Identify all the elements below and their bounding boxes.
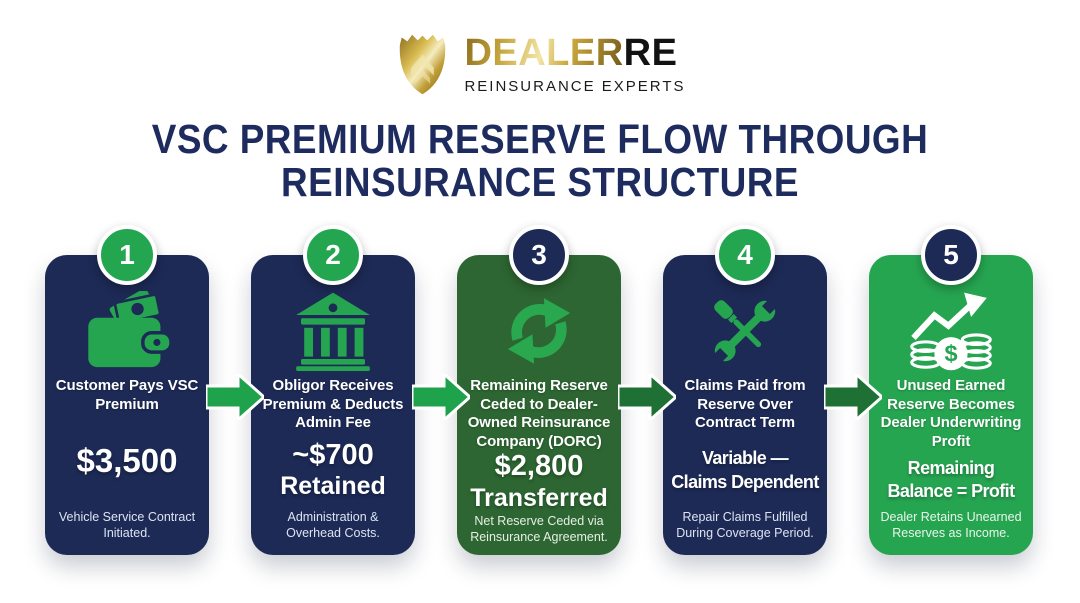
step-5-caption: Dealer Retains Unearned Reserves as Inco… — [880, 509, 1022, 540]
step-card-3: 3 Remaining Reserve Ceded — [457, 225, 621, 555]
brand-name-gold: DEALER — [464, 31, 624, 74]
brand-name-dark: RE — [623, 31, 678, 74]
repair-tools-icon — [705, 289, 785, 373]
step-4-amount: Variable — Claims Dependent — [671, 447, 819, 494]
flow-arrow-4 — [824, 374, 882, 420]
step-card-2: 2 — [251, 225, 415, 555]
step-2-number-badge: 2 — [303, 225, 363, 285]
step-2-caption: Administration & Overhead Costs. — [286, 509, 380, 540]
step-3-number-badge: 3 — [509, 225, 569, 285]
main-title-line1: VSC PREMIUM RESERVE FLOW THROUGH — [151, 116, 929, 162]
step-5-amount-line1: Remaining — [907, 457, 995, 478]
step-2-heading: Obligor Receives Premium & Deducts Admin… — [262, 377, 404, 432]
step-5-number-badge: 5 — [921, 225, 981, 285]
step-3-content: Remaining Reserve Ceded to Dealer-Owned … — [457, 255, 621, 555]
flow-arrow-1 — [206, 374, 264, 420]
step-4-amount-line1: Variable — — [701, 448, 789, 469]
step-5-content: $ Unused Earned Reserve Becomes Dealer U… — [869, 255, 1033, 555]
step-2-content: Obligor Receives Premium & Deducts Admin… — [251, 255, 415, 555]
step-3-amount-line1: $2,800 — [494, 450, 584, 483]
brand-name: DEALERRE — [464, 34, 677, 72]
step-5-amount-line2: Balance = Profit — [887, 480, 1016, 501]
main-title-line2: REINSURANCE STRUCTURE — [281, 159, 799, 206]
brand-text: DEALERRE REINSURANCE EXPERTS — [464, 34, 685, 95]
step-4-number-badge: 4 — [715, 225, 775, 285]
gold-shield-crest-icon — [400, 34, 446, 95]
step-card-5: 5 — [869, 225, 1033, 555]
step-4-amount-line2: Claims Dependent — [671, 471, 819, 492]
svg-text:$: $ — [944, 341, 957, 367]
main-title: VSC PREMIUM RESERVE FLOW THROUGH REINSUR… — [0, 116, 1080, 206]
step-4-caption: Repair Claims Fulfilled During Coverage … — [676, 509, 814, 540]
step-3-amount-line2: Transferred — [470, 483, 608, 512]
step-2-amount: ~$700 Retained — [280, 438, 386, 501]
step-1-heading: Customer Pays VSC Premium — [55, 377, 199, 413]
step-1-amount-line1: $3,500 — [76, 442, 178, 480]
step-1-content: Customer Pays VSC Premium $3,500 Vehicle… — [45, 255, 209, 555]
wallet-money-icon — [83, 289, 171, 373]
steps-row: 1 Customer Pays VSC Premium — [45, 225, 1033, 555]
step-1-amount: $3,500 — [77, 442, 178, 480]
step-1-number-badge: 1 — [97, 225, 157, 285]
step-5-heading: Unused Earned Reserve Becomes Dealer Und… — [880, 377, 1022, 450]
brand-tagline: REINSURANCE EXPERTS — [464, 77, 686, 95]
step-5-amount: Remaining Balance = Profit — [887, 457, 1016, 504]
step-1-caption: Vehicle Service Contract Initiated. — [58, 509, 196, 540]
cycle-arrows-icon — [498, 289, 580, 373]
step-2-amount-line2: Retained — [280, 472, 386, 501]
step-4-content: Claims Paid from Reserve Over Contract T… — [663, 255, 827, 555]
step-3-caption: Net Reserve Ceded via Reinsurance Agreem… — [470, 513, 608, 544]
step-card-4: 4 — [663, 225, 827, 555]
step-2-amount-line1: ~$700 — [292, 438, 374, 471]
flow-arrow-3 — [618, 374, 676, 420]
profit-growth-coins-icon: $ — [903, 289, 999, 373]
step-3-amount: $2,800 Transferred — [470, 451, 608, 512]
flow-arrow-2 — [412, 374, 470, 420]
logo: DEALERRE REINSURANCE EXPERTS — [0, 30, 1080, 98]
step-4-heading: Claims Paid from Reserve Over Contract T… — [684, 377, 806, 432]
step-3-heading: Remaining Reserve Ceded to Dealer-Owned … — [467, 377, 611, 450]
bank-building-icon — [293, 289, 373, 373]
step-card-1: 1 Customer Pays VSC Premium — [45, 225, 209, 555]
